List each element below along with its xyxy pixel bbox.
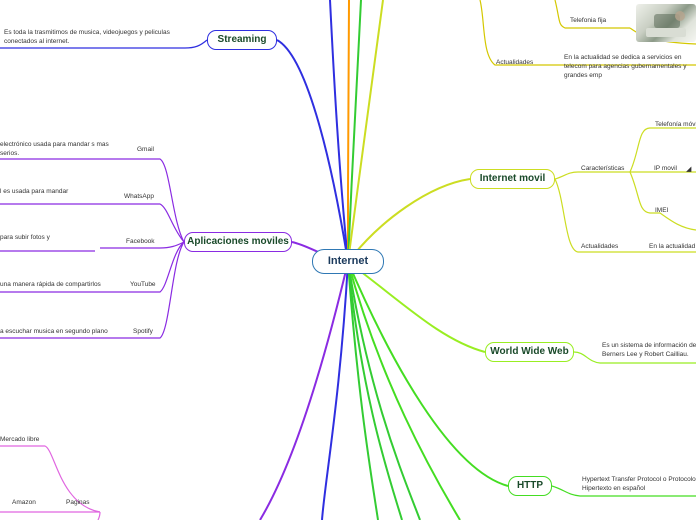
phone-photo — [636, 4, 696, 42]
connector-top-blue — [329, 0, 349, 263]
topic-http[interactable]: HTTP — [508, 476, 552, 496]
pagina-mercado-libre[interactable]: Mercado libre — [0, 436, 40, 443]
ip-movil-collapse-icon[interactable]: ◢ — [686, 166, 692, 173]
actualidades-movil[interactable]: Actualidades — [581, 243, 619, 250]
app-gmail[interactable]: Gmail — [137, 146, 154, 153]
app-spotify-description: a escuchar musica en segundo plano — [0, 328, 108, 335]
topic-world-wide-web[interactable]: World Wide Web — [485, 342, 574, 362]
app-spotify[interactable]: Spotify — [133, 328, 153, 335]
app-youtube-description: una manera rápida de compartirlos — [0, 281, 101, 288]
pagina-amazon[interactable]: Amazon — [12, 499, 36, 506]
caracteristicas[interactable]: Características — [581, 165, 625, 172]
connector-streaming — [276, 39, 349, 263]
app-facebook[interactable]: Facebook — [126, 238, 155, 245]
ip-movil[interactable]: IP movil — [654, 165, 677, 172]
app-facebook-description: para subir fotos y — [0, 234, 50, 241]
topic-aplicaciones-moviles[interactable]: Aplicaciones moviles — [184, 232, 292, 252]
central-topic[interactable]: Internet — [312, 249, 384, 274]
http-description: Hypertext Transfer Protocol o Protocolo … — [582, 476, 696, 492]
www-description: Es un sistema de información des Berners… — [602, 342, 696, 358]
connector-top-green — [347, 0, 362, 263]
connector-paginas — [259, 261, 349, 520]
telefonia-fija[interactable]: Telefonia fija — [570, 17, 607, 24]
actualidades-top-description: En la actualidad se dedica a servicios e… — [564, 54, 687, 79]
imei[interactable]: IMEI — [655, 207, 669, 214]
topic-streaming[interactable]: Streaming — [207, 30, 277, 50]
connector-http — [347, 261, 509, 487]
app-youtube[interactable]: YouTube — [130, 281, 156, 288]
connector-internet-movil — [347, 178, 471, 263]
app-gmail-description: electrónico usada para mandar s mas seri… — [0, 141, 109, 157]
streaming-description: Es toda la trasmitimos de musica, videoj… — [4, 29, 170, 45]
telefonia-movil[interactable]: Telefonía móvil — [655, 121, 696, 128]
connector-streaming-leaf — [0, 39, 208, 49]
paginas-label[interactable]: Paginas — [66, 499, 90, 506]
connector-www — [347, 261, 486, 353]
actualidades-movil-description: En la actualidad p — [649, 243, 696, 250]
connector-top-orange — [347, 0, 350, 263]
actualidades-top[interactable]: Actualidades — [496, 59, 534, 66]
app-whatsapp[interactable]: WhatsApp — [124, 193, 154, 200]
topic-internet-movil[interactable]: Internet movil — [470, 169, 555, 189]
connector-top-yellow — [347, 0, 384, 263]
app-whatsapp-description: l es usada para mandar — [0, 188, 69, 195]
